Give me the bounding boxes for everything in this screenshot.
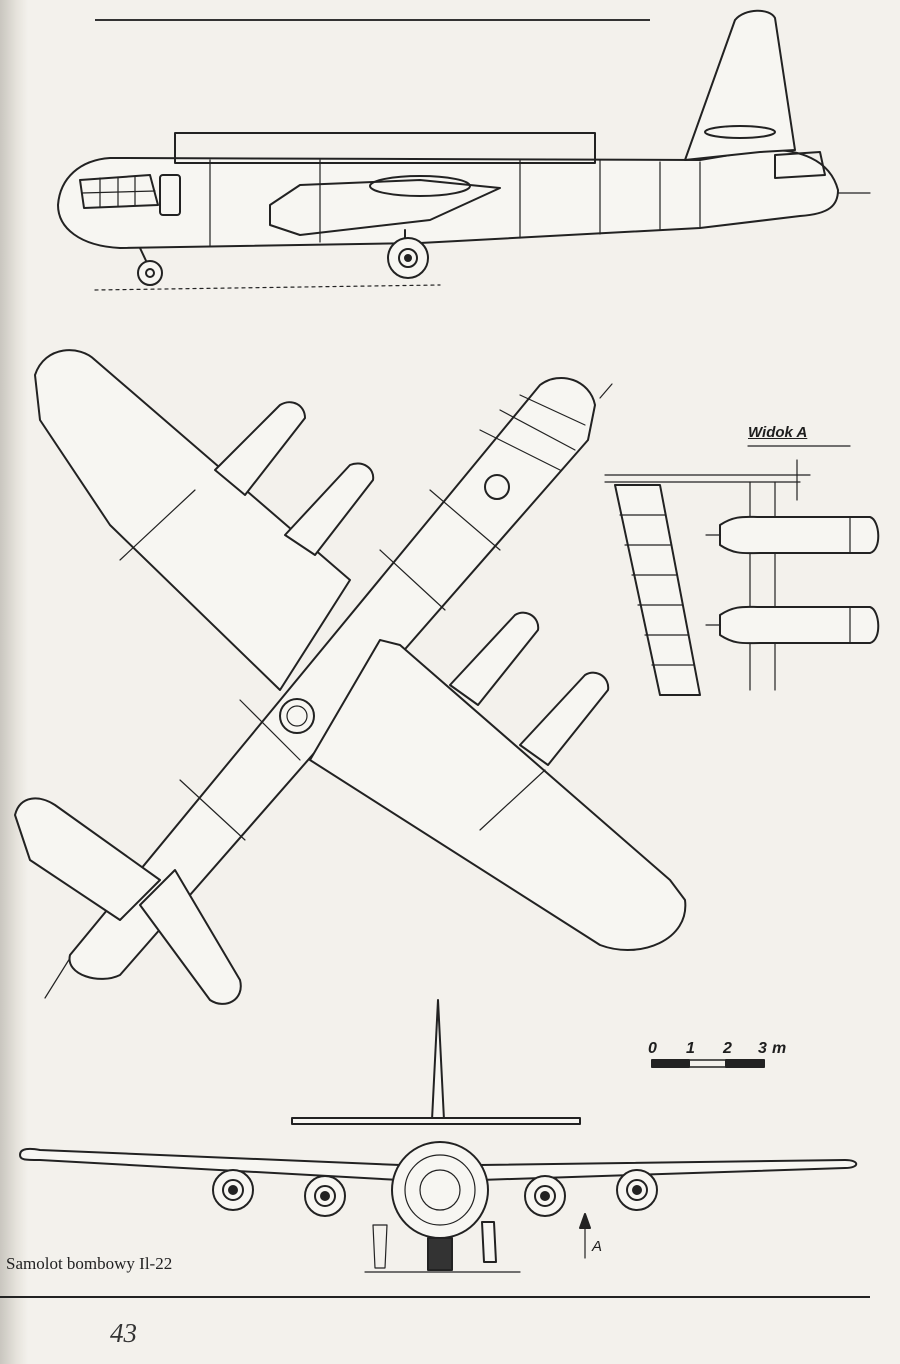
view-arrow-label: A [592, 1238, 603, 1255]
plan-engine-1 [214, 401, 306, 496]
view-a-engine-upper [719, 515, 880, 555]
plan-view [14, 349, 687, 1005]
scale-tick-3: 3 [758, 1040, 767, 1057]
front-view [19, 999, 858, 1273]
front-engine-2 [304, 1175, 346, 1217]
plan-right-stabilizer [139, 869, 242, 1005]
front-stabilizer [291, 1117, 581, 1125]
side-door [159, 174, 181, 216]
side-cockpit-glazing [79, 174, 159, 209]
scale-unit: m [772, 1040, 787, 1057]
plan-left-wing [34, 349, 351, 691]
scale-tick-2: 2 [723, 1040, 732, 1057]
side-bomb-bay-outline [174, 132, 596, 164]
plan-turret-aft [279, 698, 315, 734]
side-main-wheel [387, 229, 429, 279]
plan-left-stabilizer [14, 797, 161, 921]
view-arrow-head [579, 1213, 591, 1229]
page-number: 43 [110, 1318, 137, 1348]
front-engine-4 [616, 1169, 658, 1211]
side-tail-fin [684, 9, 796, 161]
plan-turret-fwd [484, 474, 510, 500]
side-stabilizer [704, 125, 776, 139]
front-engine-3 [524, 1175, 566, 1217]
page-gutter-shadow [0, 0, 28, 1364]
front-fin [431, 999, 445, 1121]
front-fuselage [391, 1141, 489, 1239]
view-a-drawing [604, 445, 880, 696]
plan-engine-4 [519, 671, 610, 766]
side-nose-wheel [137, 247, 163, 286]
scale-tick-0: 0 [648, 1040, 657, 1057]
side-view [57, 9, 871, 291]
plan-fuselage [68, 376, 596, 980]
front-engine-1 [212, 1169, 254, 1211]
scale-tick-1: 1 [686, 1040, 695, 1057]
scale-bar [651, 1059, 765, 1068]
side-tail-cockpit [774, 151, 826, 179]
view-a-wing-strip [614, 484, 701, 696]
view-a-engine-lower [719, 605, 880, 645]
front-nose-gear [427, 1237, 453, 1271]
figure-caption: Samolot bombowy Il-22 [6, 1254, 173, 1273]
front-main-gear-left [372, 1224, 388, 1269]
side-ground-line [94, 284, 441, 291]
side-wing-fairing [369, 175, 471, 197]
view-a-label: Widok A [748, 424, 808, 441]
front-main-gear-right [481, 1221, 497, 1263]
plan-engine-3 [449, 611, 540, 706]
plan-engine-2 [284, 462, 375, 556]
plan-right-wing [309, 639, 687, 951]
